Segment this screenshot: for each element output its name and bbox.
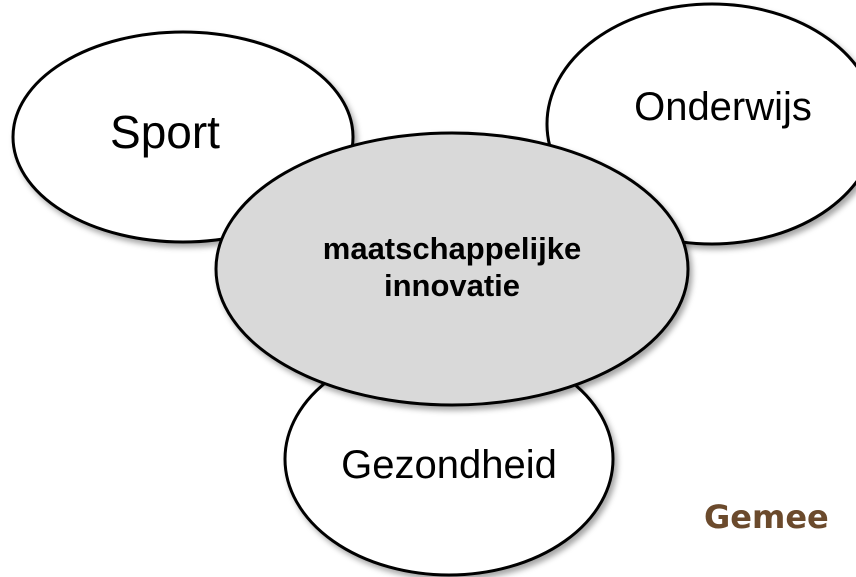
onderwijs-label: Onderwijs (634, 85, 812, 129)
center-node: maatschappelijke innovatie (214, 131, 690, 407)
brand-text: Gemee (704, 498, 829, 536)
center-label-line-1: maatschappelijke (323, 231, 581, 266)
center-label-line-2: innovatie (384, 268, 520, 303)
gezondheid-label: Gezondheid (341, 443, 557, 487)
sport-label: Sport (110, 106, 220, 158)
gezondheid-node: Gezondheid (283, 341, 615, 577)
